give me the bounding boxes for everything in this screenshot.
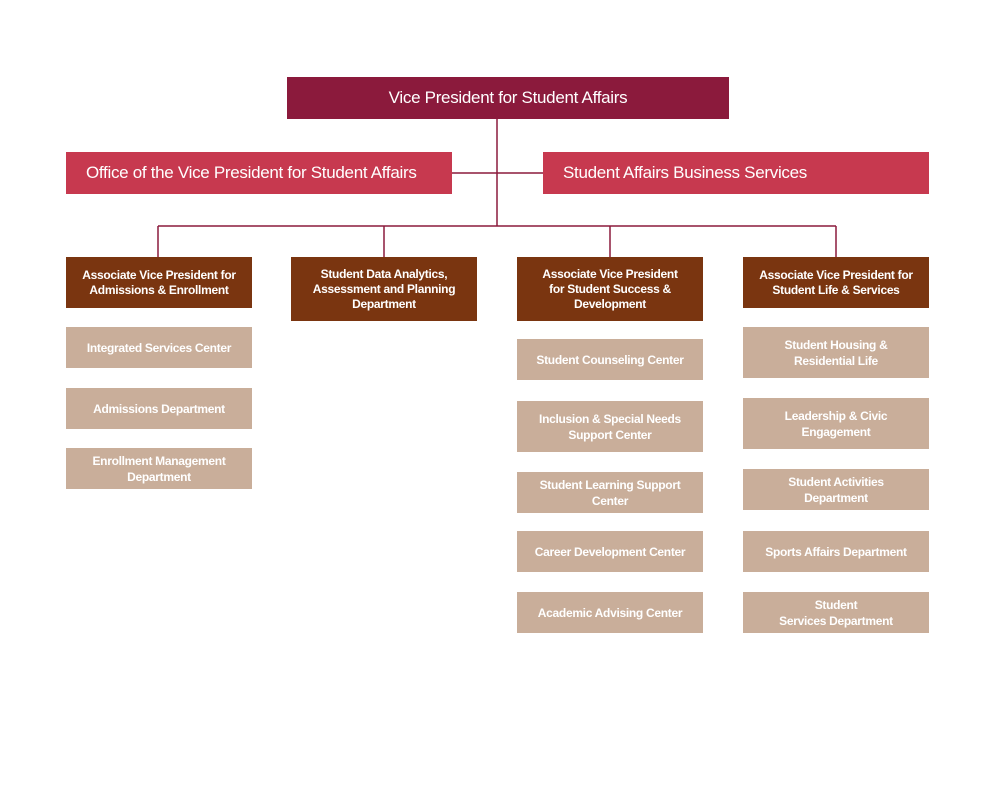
unit-inclusion: Inclusion & Special Needs Support Center [517,401,703,452]
unit-academic-advising: Academic Advising Center [517,592,703,633]
office-vp-label: Office of the Vice President for Student… [86,163,417,182]
office-vp-box: Office of the Vice President for Student… [66,152,452,194]
business-services-label: Student Affairs Business Services [563,163,807,182]
column-head-admissions: Associate Vice President for Admissions … [66,257,252,308]
unit-label: Student Counseling Center [536,352,684,367]
unit-label: Student Activities Department [788,474,884,505]
column-head-label: Associate Vice President for Admissions … [82,267,236,297]
unit-admissions: Admissions Department [66,388,252,429]
column-head-data-analytics: Student Data Analytics, Assessment and P… [291,257,477,321]
vice-president-label: Vice President for Student Affairs [388,88,628,107]
unit-label: Sports Affairs Department [765,544,907,559]
unit-label: Academic Advising Center [537,605,683,620]
unit-enrollment-management: Enrollment Management Department [66,448,252,489]
unit-sports-affairs: Sports Affairs Department [743,531,929,572]
column-head-label: Student Data Analytics, Assessment and P… [312,266,456,311]
column-head-label: Associate Vice President for Student Suc… [542,266,678,311]
unit-label: Inclusion & Special Needs Support Center [539,411,681,442]
unit-label: Admissions Department [93,401,225,416]
unit-leadership: Leadership & Civic Engagement [743,398,929,449]
unit-counseling: Student Counseling Center [517,339,703,380]
unit-label: Student Learning Support Center [539,477,681,508]
unit-label: Career Development Center [534,544,686,559]
vice-president-box: Vice President for Student Affairs [287,77,729,119]
column-head-label: Associate Vice President for Student Lif… [759,267,913,297]
business-services-box: Student Affairs Business Services [543,152,929,194]
unit-student-activities: Student Activities Department [743,469,929,510]
unit-label: Leadership & Civic Engagement [784,408,888,439]
unit-student-services: Student Services Department [743,592,929,633]
unit-label: Enrollment Management Department [92,453,226,484]
unit-integrated-services: Integrated Services Center [66,327,252,368]
unit-label: Integrated Services Center [86,340,232,355]
unit-housing: Student Housing & Residential Life [743,327,929,378]
unit-label: Student Services Department [779,597,893,628]
unit-label: Student Housing & Residential Life [784,337,888,368]
unit-career-development: Career Development Center [517,531,703,572]
column-head-student-life: Associate Vice President for Student Lif… [743,257,929,308]
column-head-student-success: Associate Vice President for Student Suc… [517,257,703,321]
unit-learning-support: Student Learning Support Center [517,472,703,513]
